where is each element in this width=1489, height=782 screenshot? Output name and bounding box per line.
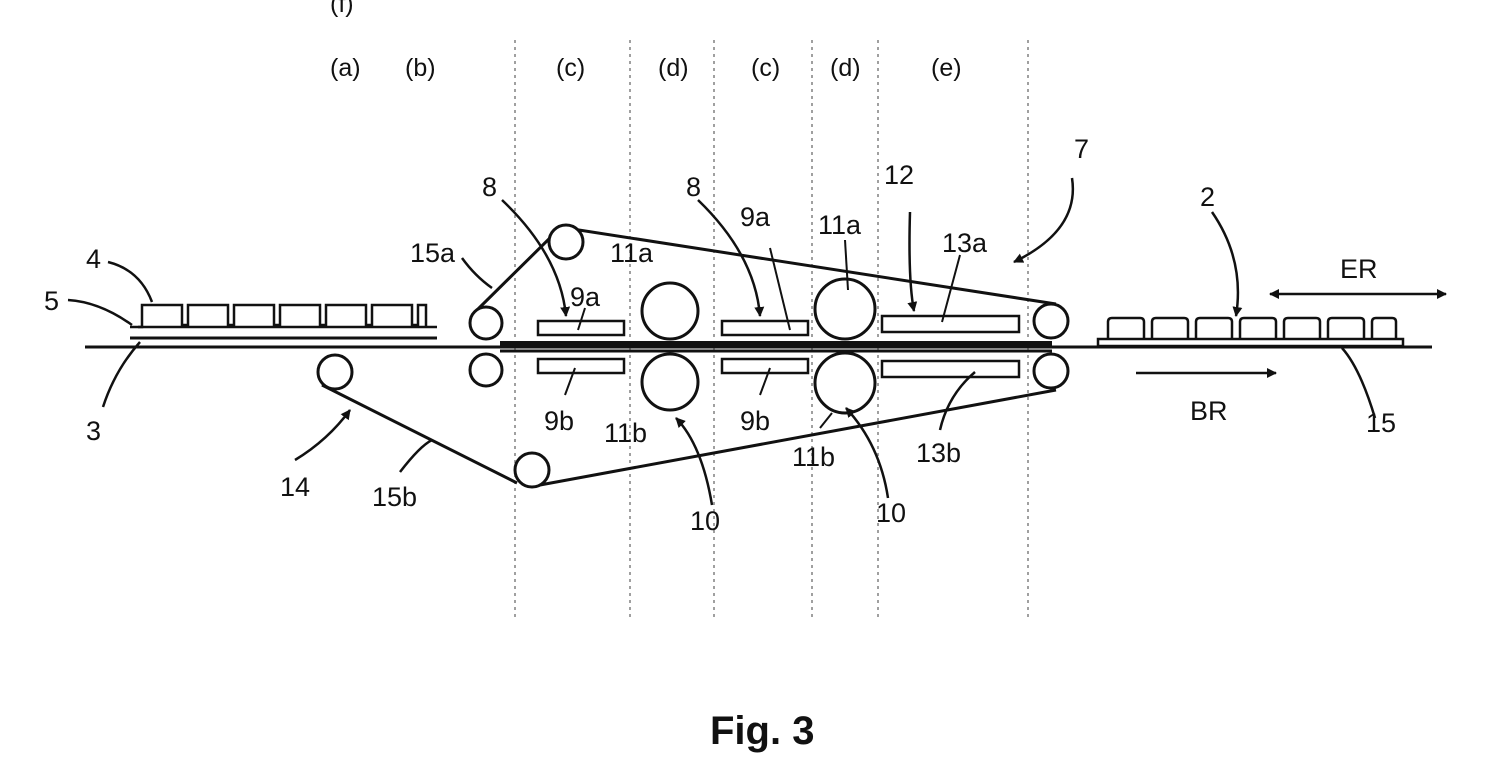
product-base-15 <box>1098 339 1403 346</box>
arrow-12 <box>910 212 915 311</box>
roller-lower-left <box>318 355 352 389</box>
plate-9a-2 <box>722 321 808 335</box>
roller-11b-2 <box>815 353 875 413</box>
zone-label-d: (d) <box>830 54 861 82</box>
label-11b: 11b <box>604 418 647 448</box>
product-teeth-2 <box>1108 318 1396 339</box>
label-10: 10 <box>876 498 906 528</box>
label-9a: 9a <box>570 282 601 312</box>
label-9a: 9a <box>740 202 771 232</box>
zone-labels: (f) (a) (b) (c) (d) (c) (d) (e) <box>330 0 962 82</box>
zone-label-d: (d) <box>658 54 689 82</box>
incoming-layers <box>130 305 437 338</box>
label-12: 12 <box>884 160 914 190</box>
arrow-14 <box>295 410 350 460</box>
roller-11a-2 <box>815 279 875 339</box>
leader-11b-2 <box>820 413 832 428</box>
zone-label-a: (a) <box>330 54 361 82</box>
label-2: 2 <box>1200 182 1215 212</box>
zone-label-f: (f) <box>330 0 354 18</box>
leader-15a <box>462 258 492 288</box>
zone-label-c: (c) <box>556 54 585 82</box>
label-13b: 13b <box>916 438 961 468</box>
label-8: 8 <box>482 172 497 202</box>
label-11b: 11b <box>792 442 835 472</box>
label-9b: 9b <box>740 406 770 436</box>
leader-4 <box>108 262 152 302</box>
label-15b: 15b <box>372 482 417 512</box>
leader-15b <box>400 440 432 472</box>
label-3: 3 <box>86 416 101 446</box>
label-BR: BR <box>1190 396 1228 426</box>
label-9b: 9b <box>544 406 574 436</box>
leader-13b <box>940 372 975 430</box>
label-14: 14 <box>280 472 310 502</box>
plate-9b-1 <box>538 359 624 373</box>
outgoing-product <box>1098 318 1403 346</box>
zone-label-b: (b) <box>405 54 436 82</box>
label-4: 4 <box>86 244 101 274</box>
label-15a: 15a <box>410 238 456 268</box>
plate-9b-2 <box>722 359 808 373</box>
label-15: 15 <box>1366 408 1396 438</box>
leader-5 <box>68 300 132 325</box>
reference-labels: 4 5 3 8 15a 9a 11a 8 9a 11a 12 13a 7 2 E… <box>44 134 1396 536</box>
roller-upper-inlet <box>470 307 502 339</box>
label-ER: ER <box>1340 254 1378 284</box>
label-11a: 11a <box>610 238 654 268</box>
zone-label-c: (c) <box>751 54 780 82</box>
label-13a: 13a <box>942 228 988 258</box>
plate-13b <box>882 361 1019 377</box>
arrow-2 <box>1212 212 1238 316</box>
arrow-7 <box>1014 178 1073 262</box>
roller-lower-bottom <box>515 453 549 487</box>
label-11a: 11a <box>818 210 862 240</box>
roller-11a-1 <box>642 283 698 339</box>
roller-lower-inlet <box>470 354 502 386</box>
arrow-10-1 <box>676 418 712 505</box>
roller-upper-top <box>549 225 583 259</box>
label-8: 8 <box>686 172 701 202</box>
roller-upper-outlet <box>1034 304 1068 338</box>
roller-lower-outlet <box>1034 354 1068 388</box>
zone-label-e: (e) <box>931 54 962 82</box>
label-10: 10 <box>690 506 720 536</box>
tooth-profile-4 <box>138 305 426 327</box>
leader-3 <box>103 342 140 407</box>
label-5: 5 <box>44 286 59 316</box>
arrow-8-1 <box>502 200 566 316</box>
plate-13a <box>882 316 1019 332</box>
figure-caption: Fig. 3 <box>710 709 814 753</box>
roller-11b-1 <box>642 354 698 410</box>
lower-belt-segment <box>322 385 517 483</box>
label-7: 7 <box>1074 134 1089 164</box>
